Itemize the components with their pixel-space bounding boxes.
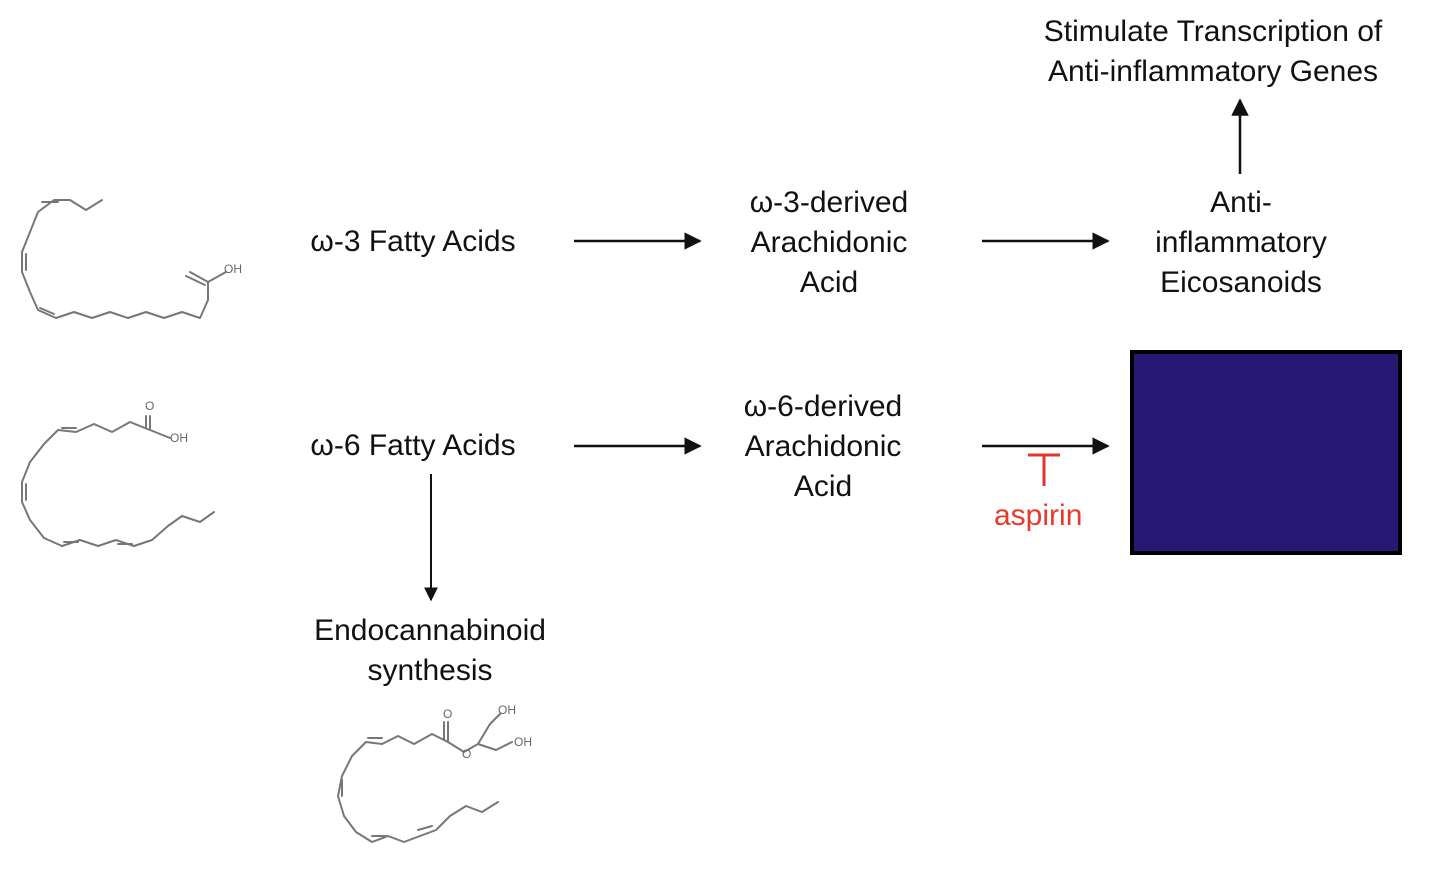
o-label: O xyxy=(145,399,154,413)
node-line: Endocannabinoid xyxy=(314,614,546,647)
inhibition-icon xyxy=(1028,453,1060,486)
oh-label: OH xyxy=(170,431,188,445)
omega-3-fatty-acids-node: ω-3 Fatty Acids xyxy=(296,222,530,262)
o-label: O xyxy=(443,707,452,721)
endocannabinoid-structure: O O OH OH xyxy=(337,703,532,843)
oh-label: OH xyxy=(224,262,242,276)
hidden-answer-box xyxy=(1130,350,1402,555)
node-line: Acid xyxy=(793,470,853,503)
endocannabinoid-synthesis-node: Endocannabinoid synthesis xyxy=(290,611,570,691)
node-line: Stimulate Transcription of xyxy=(1043,15,1383,48)
node-line: ω-3-derived xyxy=(749,186,909,219)
transcription-node: Stimulate Transcription of Anti-inflamma… xyxy=(1020,12,1406,92)
oh-label: OH xyxy=(514,735,532,749)
omega-6-arachidonic-node: ω-6-derived Arachidonic Acid xyxy=(720,387,926,507)
anti-inflammatory-eicosanoids-node: Anti- inflammatory Eicosanoids xyxy=(1130,183,1352,303)
node-line: Eicosanoids xyxy=(1160,266,1322,299)
omega-3-arachidonic-node: ω-3-derived Arachidonic Acid xyxy=(726,183,932,303)
node-line: ω-6-derived xyxy=(743,390,903,423)
ester-o-label: O xyxy=(462,747,471,761)
node-line: Arachidonic xyxy=(744,430,902,463)
node-line: Arachidonic xyxy=(750,226,908,259)
node-line: ω-6 Fatty Acids xyxy=(310,429,516,462)
node-line: ω-3 Fatty Acids xyxy=(310,225,516,258)
oh-label: OH xyxy=(498,703,516,717)
omega-6-structure: O OH xyxy=(21,399,215,547)
omega-6-fatty-acids-node: ω-6 Fatty Acids xyxy=(296,426,530,466)
node-line: Anti-inflammatory Genes xyxy=(1047,55,1379,88)
omega-3-structure: OH xyxy=(21,199,242,319)
node-line: synthesis xyxy=(367,654,493,687)
node-line: inflammatory xyxy=(1155,226,1327,259)
node-line: Anti- xyxy=(1210,186,1272,219)
node-line: Acid xyxy=(799,266,859,299)
aspirin-label: aspirin xyxy=(994,499,1083,532)
